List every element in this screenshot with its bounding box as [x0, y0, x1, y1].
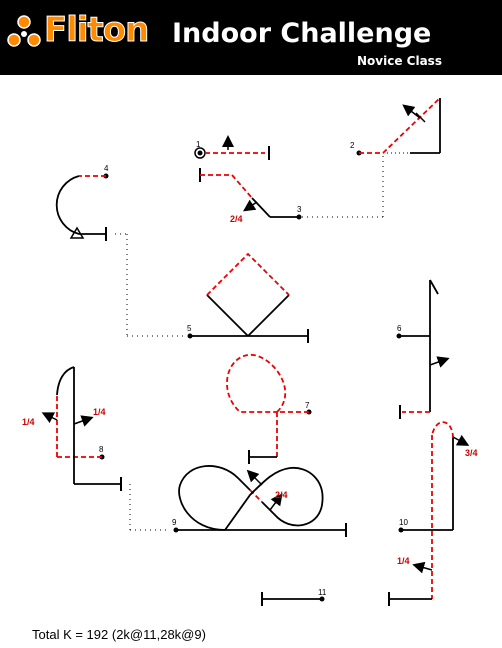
- figure-4: 4: [55, 164, 186, 337]
- figure-6: 6: [396, 279, 450, 419]
- figure-2: 2: [350, 97, 441, 156]
- fliton-logo-icon: [7, 15, 41, 47]
- figure-10: 10 3/4 1/4: [388, 421, 478, 606]
- class-label: Novice Class: [357, 54, 442, 68]
- figure-number-4: 4: [104, 164, 109, 173]
- page-title: Indoor Challenge: [172, 18, 432, 49]
- figure-number-5: 5: [187, 324, 192, 333]
- figure-3: 3 2/4: [199, 153, 384, 224]
- figure-7: 7: [226, 354, 312, 464]
- figure-number-2: 2: [350, 141, 355, 150]
- brand-name: Fliton: [43, 10, 149, 51]
- figure-number-11: 11: [318, 588, 327, 597]
- header-bar: Fliton Indoor Challenge Novice Class: [0, 0, 502, 75]
- roll-label-1-4-c: 1/4: [397, 556, 410, 566]
- figure-5: 5: [187, 252, 309, 343]
- roll-label-2-4-a: 2/4: [230, 214, 243, 224]
- figure-9: 9 2/4: [172, 465, 347, 537]
- figure-number-10: 10: [399, 518, 408, 527]
- figure-number-9: 9: [172, 518, 177, 527]
- figure-number-8: 8: [99, 445, 104, 454]
- total-k-factor: Total K = 192 (2k@11,28k@9): [32, 627, 206, 642]
- aerobatic-sequence-diagram: 1 2 3 2/4 4: [22, 97, 478, 606]
- figure-number-7: 7: [305, 401, 310, 410]
- roll-label-2-4-b: 2/4: [275, 490, 288, 500]
- figure-number-1: 1: [196, 140, 201, 149]
- figure-1: 1: [194, 135, 270, 160]
- roll-label-1-4-a: 1/4: [22, 417, 35, 427]
- figure-8: 8 1/4 1/4: [22, 366, 170, 531]
- roll-label-3-4: 3/4: [465, 448, 478, 458]
- figure-number-3: 3: [297, 205, 302, 214]
- figure-number-6: 6: [397, 324, 402, 333]
- figure-11: 11: [261, 588, 327, 606]
- roll-label-1-4-b: 1/4: [93, 407, 106, 417]
